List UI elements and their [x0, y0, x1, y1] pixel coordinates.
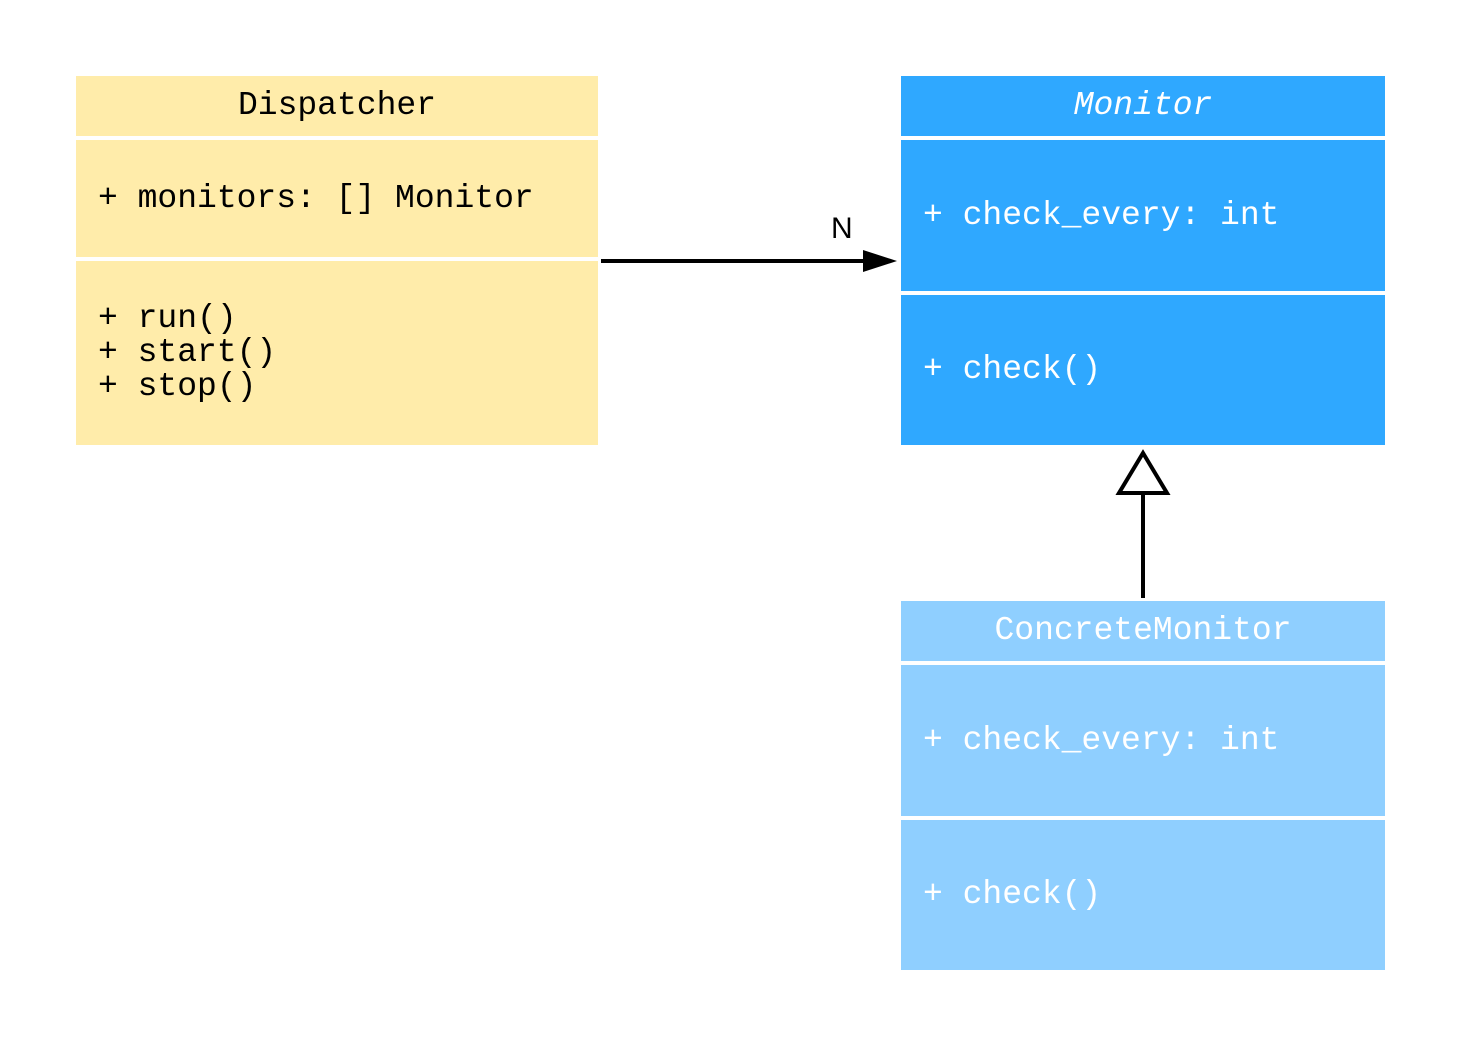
class-methods: + run() + start() + stop(): [76, 261, 598, 445]
class-methods: + check(): [901, 295, 1385, 445]
class-attributes: + monitors: [] Monitor: [76, 140, 598, 257]
association-arrow: [601, 250, 897, 272]
class-name: Monitor: [901, 76, 1385, 136]
class-attributes: + check_every: int: [901, 665, 1385, 816]
class-methods: + check(): [901, 820, 1385, 970]
class-attributes: + check_every: int: [901, 140, 1385, 291]
class-name: Dispatcher: [76, 76, 598, 136]
inheritance-arrow: [1115, 449, 1171, 598]
class-name: ConcreteMonitor: [901, 601, 1385, 661]
multiplicity-label: N: [831, 212, 853, 245]
